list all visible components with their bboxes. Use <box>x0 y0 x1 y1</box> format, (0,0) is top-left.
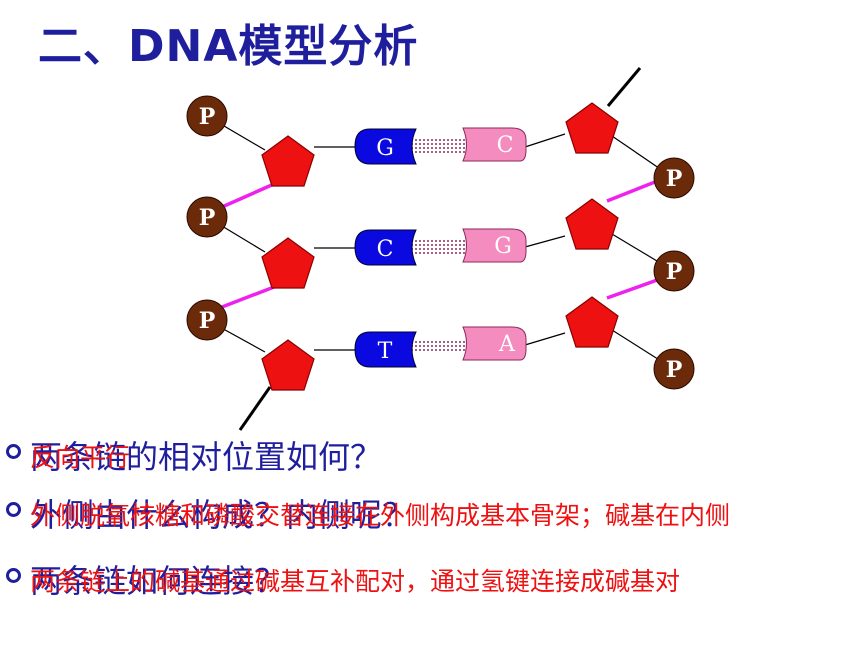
base-left-3 <box>354 331 417 368</box>
phosphate-right-label-2: P <box>666 259 683 285</box>
phosphate-left-label-3: P <box>199 308 216 334</box>
phosphate-right-1 <box>653 157 695 199</box>
bullet-item-3: 两条链如何连接？ 两条链上的碱基通过碱基互补配对，通过氢键连接成碱基对 <box>6 556 856 606</box>
base-left-label-1: G <box>376 136 394 161</box>
bullet-item-2: 外侧由什么构成？内侧呢？ 外侧脱氧核糖和磷酸交替连接在外侧构成基本骨架；碱基在内… <box>6 490 856 540</box>
phosphate-right-2 <box>653 250 695 292</box>
phosphate-left-2 <box>186 196 228 238</box>
bullet-answer-3: 两条链上的碱基通过碱基互补配对，通过氢键连接成碱基对 <box>30 567 681 596</box>
sugar-left-1 <box>261 135 315 187</box>
sugar-right-1 <box>565 102 619 154</box>
base-left-1 <box>354 128 417 165</box>
left-bases: G C T <box>354 128 417 368</box>
bullet-dot-icon <box>6 444 21 459</box>
sugar-left-2 <box>261 237 315 289</box>
base-right-label-1: C <box>497 133 514 158</box>
bullet-dot-icon <box>6 502 21 517</box>
strand-end-top <box>606 67 642 107</box>
phosphate-left-label-1: P <box>199 104 216 130</box>
phosphate-left-1 <box>186 95 228 137</box>
bullet-answer-2: 外侧脱氧核糖和磷酸交替连接在外侧构成基本骨架；碱基在内侧 <box>30 501 731 530</box>
phosphate-right-label-1: P <box>666 166 683 192</box>
base-right-2 <box>462 228 527 263</box>
strand-end-bottom <box>238 386 272 431</box>
bullet-question-2: 外侧由什么构成？内侧呢？ <box>30 496 415 534</box>
base-right-label-3: A <box>498 332 516 357</box>
phosphate-right-3 <box>653 348 695 390</box>
sugar-right-3 <box>565 296 619 348</box>
sugar-right-2 <box>565 198 619 250</box>
bullet-dot-icon <box>6 568 21 583</box>
deoxyribose-sugars <box>261 102 619 391</box>
phosphate-left-label-2: P <box>199 205 216 231</box>
phosphates: P P P P P P <box>186 95 695 390</box>
base-right-3 <box>462 326 527 361</box>
phosphate-left-3 <box>186 299 228 341</box>
bullet-item-1: 两条链的相对位置如何？ 反向平行 <box>6 432 856 482</box>
bullet-question-1: 两条链的相对位置如何？ <box>30 438 383 476</box>
base-left-2 <box>354 229 417 266</box>
base-right-label-2: G <box>494 234 512 259</box>
base-right-1 <box>462 127 527 162</box>
sugar-left-3 <box>261 339 315 391</box>
bullet-answer-1: 反向平行 <box>30 443 131 472</box>
base-left-label-2: C <box>377 237 394 262</box>
page-title: 二、DNA模型分析 <box>38 21 419 72</box>
phosphate-right-label-3: P <box>666 357 683 383</box>
sugar-phosphate-bonds <box>221 178 661 309</box>
hydrogen-bonds <box>411 139 466 351</box>
base-left-label-3: T <box>378 339 393 364</box>
right-bases: C G A <box>462 127 527 361</box>
bullet-question-3: 两条链如何连接？ <box>30 562 287 600</box>
